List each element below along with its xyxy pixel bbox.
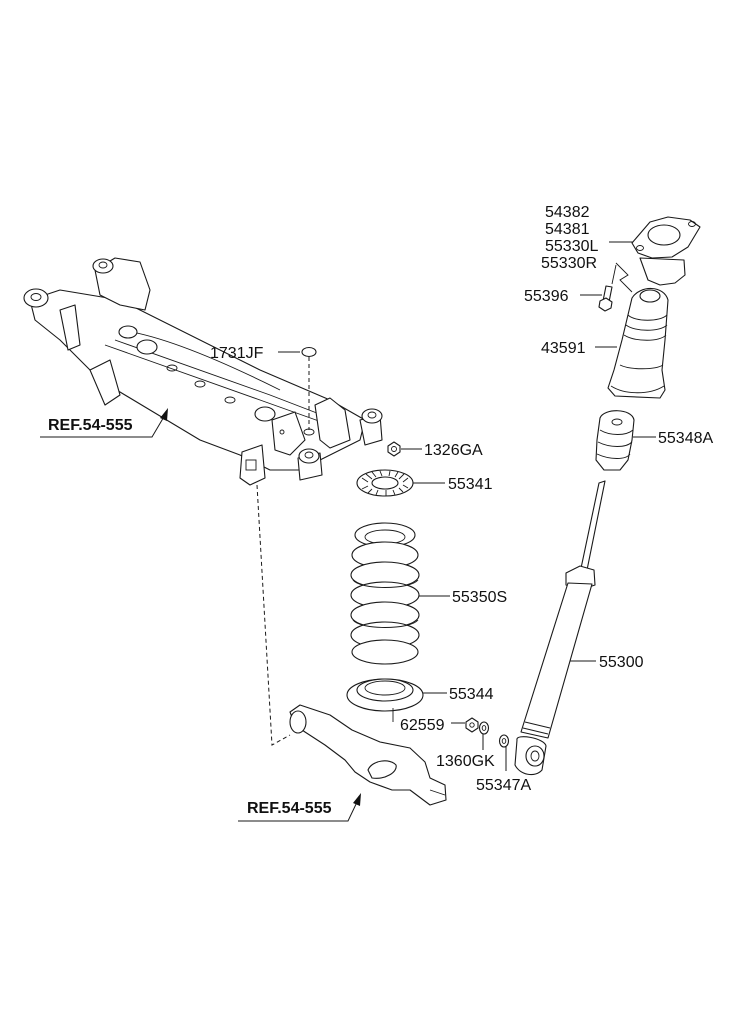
part-label[interactable]: 55344 bbox=[449, 686, 494, 703]
part-label[interactable]: 1731JF bbox=[210, 345, 264, 362]
coil-spring[interactable]: 55350S bbox=[350, 522, 507, 665]
part-label[interactable]: 43591 bbox=[541, 340, 586, 357]
part-label[interactable]: 55330R bbox=[541, 255, 597, 272]
dust-cover[interactable]: 43591 bbox=[541, 287, 669, 399]
part-label[interactable]: 1360GK bbox=[436, 753, 495, 770]
part-label[interactable]: 55396 bbox=[524, 288, 569, 305]
part-label[interactable]: 55348A bbox=[658, 430, 713, 447]
reference-lower-arm[interactable]: REF.54-555 bbox=[238, 793, 361, 822]
part-label[interactable]: 55341 bbox=[448, 476, 493, 493]
nut-lower[interactable]: 62559 bbox=[400, 717, 479, 734]
shock-washer[interactable]: 55347A bbox=[476, 734, 531, 794]
part-label[interactable]: 55347A bbox=[476, 777, 531, 794]
part-label[interactable]: 55350S bbox=[452, 589, 507, 606]
part-label[interactable]: 55330L bbox=[545, 238, 598, 255]
part-label[interactable]: 62559 bbox=[400, 717, 445, 734]
bolt[interactable]: 55396 bbox=[524, 264, 617, 312]
nut-top[interactable]: 1326GA bbox=[387, 441, 483, 459]
bump-stopper[interactable]: 55348A bbox=[595, 410, 713, 471]
part-label[interactable]: 54381 bbox=[545, 221, 590, 238]
part-label[interactable]: 55300 bbox=[599, 654, 644, 671]
reference-label[interactable]: REF.54-555 bbox=[247, 800, 332, 817]
rear-subframe[interactable] bbox=[23, 257, 383, 486]
reference-label[interactable]: REF.54-555 bbox=[48, 417, 133, 434]
assembly-guide-line bbox=[256, 484, 291, 746]
lower-spring-pad[interactable]: 55344 bbox=[346, 678, 494, 722]
upper-spring-pad[interactable]: 55341 bbox=[356, 469, 493, 497]
plug[interactable]: 1731JF bbox=[210, 345, 317, 430]
washer[interactable]: 1360GK bbox=[436, 721, 495, 770]
reference-subframe[interactable]: REF.54-555 bbox=[40, 408, 168, 438]
shock-absorber[interactable]: 55300 bbox=[514, 480, 644, 776]
part-label[interactable]: 54382 bbox=[545, 204, 590, 221]
part-label[interactable]: 1326GA bbox=[424, 442, 483, 459]
lower-arm[interactable] bbox=[289, 704, 447, 806]
upper-mount[interactable]: 54382 54381 55330L 55330R bbox=[541, 204, 701, 293]
